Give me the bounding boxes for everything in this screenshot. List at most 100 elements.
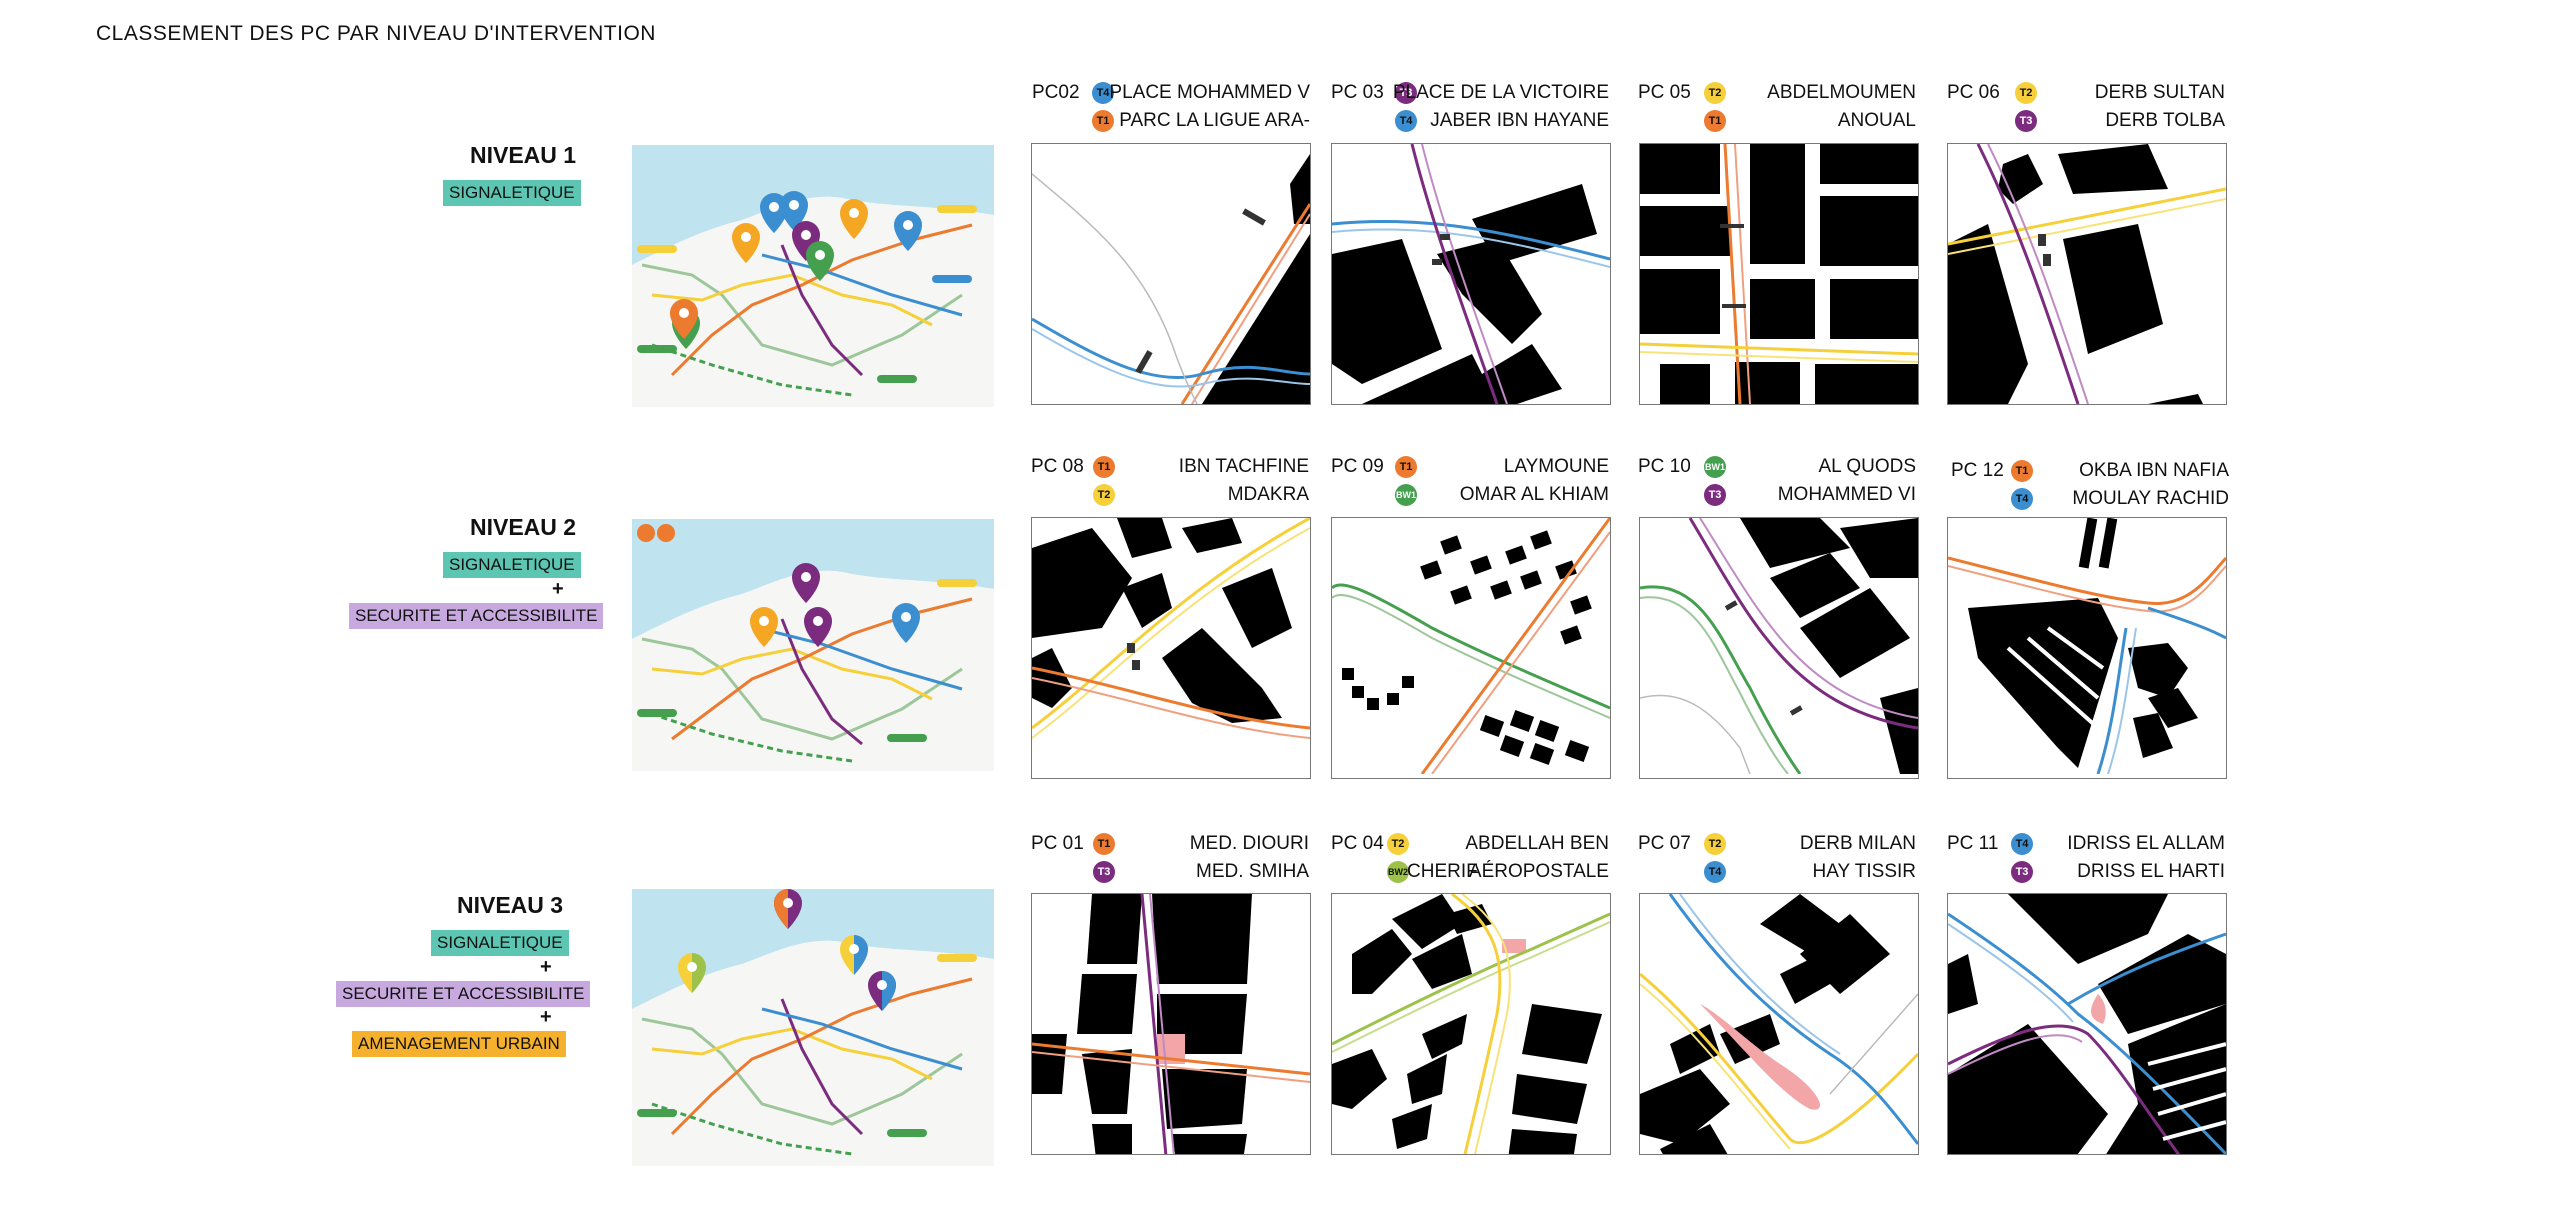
- line-badge: T4: [1395, 110, 1417, 132]
- location-pin-icon: [840, 199, 868, 239]
- line-badge: BW2: [1387, 861, 1409, 883]
- location-pin-icon: [804, 607, 832, 647]
- station-name: ABDELMOUMEN: [1767, 82, 1916, 103]
- station-name: ANOUAL: [1837, 110, 1916, 131]
- pc-site-plan: [1947, 143, 2227, 405]
- pc-code: PC 08: [1031, 456, 1084, 477]
- pc-header: PC 12 T1 T4 OKBA IBN NAFIA MOULAY RACHID: [1951, 456, 2229, 512]
- plus-separator: +: [552, 578, 564, 600]
- line-badge: T3: [2015, 110, 2037, 132]
- station-name: DERB SULTAN: [2094, 82, 2225, 103]
- pc-code: PC 09: [1331, 456, 1384, 477]
- station-name: PLACE MOHAMMED V: [1109, 82, 1310, 103]
- pc-site-plan: [1331, 143, 1611, 405]
- line-badge: T1: [1093, 833, 1115, 855]
- pc-code: PC 12: [1951, 460, 2004, 481]
- station-name: AL QUODS: [1818, 456, 1917, 477]
- station-name: MDAKRA: [1227, 484, 1309, 505]
- line-badge: T1: [1395, 456, 1417, 478]
- location-pin-icon: [892, 603, 920, 643]
- pc-site-plan: [1031, 517, 1311, 779]
- station-name: JABER IBN HAYANE: [1430, 110, 1609, 131]
- line-badge: T1: [2011, 460, 2033, 482]
- pc-code: PC02: [1032, 82, 1080, 103]
- location-pin-icon: [806, 241, 834, 281]
- line-badge: T2: [1704, 833, 1726, 855]
- station-name: OMAR AL KHIAM: [1459, 484, 1609, 505]
- location-pin-icon: [840, 935, 868, 975]
- location-pin-icon: [792, 563, 820, 603]
- line-badge: T3: [2011, 861, 2033, 883]
- location-pin-icon: [894, 211, 922, 251]
- line-badge: BW1: [1395, 484, 1417, 506]
- station-name: DERB MILAN: [1799, 833, 1916, 854]
- pc-site-plan: [1331, 893, 1611, 1155]
- line-badge: T1: [1093, 456, 1115, 478]
- pc-code: PC 07: [1638, 833, 1691, 854]
- line-badge: T1: [1092, 110, 1114, 132]
- plus-separator: +: [540, 956, 552, 978]
- location-pin-icon: [780, 191, 808, 231]
- pc-header: PC 01 T1 T3 MED. DIOURI MED. SMIHA: [1031, 829, 1309, 885]
- level-1-title: NIVEAU 1: [470, 142, 577, 168]
- pc-header: PC 07 T2 T4 DERB MILAN HAY TISSIR: [1638, 829, 1916, 885]
- location-pin-icon: [732, 223, 760, 263]
- pc-site-plan: [1639, 893, 1919, 1155]
- station-name: LAYMOUNE: [1503, 456, 1609, 477]
- line-badge: T1: [1704, 110, 1726, 132]
- location-pin-icon: [750, 607, 778, 647]
- tag-securite-accessibilite: SECURITE ET ACCESSIBILITE: [349, 603, 604, 629]
- pc-header: PC02 T4 T1 PLACE MOHAMMED V PARC LA LIGU…: [1032, 78, 1310, 134]
- network-overview-map: [632, 519, 994, 771]
- line-badge: T3: [1704, 484, 1726, 506]
- pc-header: PC 08 T1 T2 IBN TACHFINE MDAKRA: [1031, 452, 1309, 508]
- station-name: MED. DIOURI: [1189, 833, 1309, 854]
- line-badge: BW1: [1704, 456, 1726, 478]
- station-name: DRISS EL HARTI: [2077, 861, 2225, 882]
- location-pin-icon: [774, 889, 802, 929]
- station-name: IDRISS EL ALLAM: [2067, 833, 2225, 854]
- pc-header: PC 04 T2 BW2 ABDELLAH BEN CHERIF AÉROPOS…: [1331, 829, 1609, 885]
- tag-signaletique: SIGNALETIQUE: [431, 930, 569, 956]
- line-badge: T2: [1093, 484, 1115, 506]
- station-name: MED. SMIHA: [1196, 861, 1309, 882]
- pc-code: PC 05: [1638, 82, 1691, 103]
- pc-header: PC 09 T1 BW1 LAYMOUNE OMAR AL KHIAM: [1331, 452, 1609, 508]
- tag-amenagement-urbain: AMENAGEMENT URBAIN: [352, 1031, 566, 1057]
- station-name: MOULAY RACHID: [2072, 488, 2229, 509]
- pc-code: PC 10: [1638, 456, 1691, 477]
- pc-site-plan: [1031, 893, 1311, 1155]
- line-badge: T4: [2011, 488, 2033, 510]
- station-name: ABDELLAH BEN: [1465, 833, 1609, 854]
- pc-header: PC 05 T2 T1 ABDELMOUMEN ANOUAL: [1638, 78, 1916, 134]
- station-name: PLACE DE LA VICTOIRE: [1392, 82, 1609, 103]
- pc-code: PC 03: [1331, 82, 1384, 103]
- pc-header: PC 11 T4 T3 IDRISS EL ALLAM DRISS EL HAR…: [1947, 829, 2225, 885]
- station-name: OKBA IBN NAFIA: [2079, 460, 2229, 481]
- location-pin-icon: [670, 299, 698, 339]
- location-pin-icon: [678, 953, 706, 993]
- pc-site-plan: [1947, 517, 2227, 779]
- network-overview-map: [632, 145, 994, 407]
- pc-site-plan: [1031, 143, 1311, 405]
- pc-code: PC 01: [1031, 833, 1084, 854]
- pc-code: PC 06: [1947, 82, 2000, 103]
- station-name: CHERIF: [1407, 861, 1478, 882]
- line-badge: T4: [1704, 861, 1726, 883]
- pc-site-plan: [1639, 517, 1919, 779]
- pc-code: PC 11: [1947, 833, 1999, 854]
- level-3-title: NIVEAU 3: [457, 892, 564, 918]
- station-name: MOHAMMED VI: [1777, 484, 1916, 505]
- line-badge: T3: [1395, 82, 1417, 104]
- network-overview-map: [632, 889, 994, 1166]
- line-badge: T4: [2011, 833, 2033, 855]
- line-badge: T2: [2015, 82, 2037, 104]
- pc-header: PC 06 T2 T3 DERB SULTAN DERB TOLBA: [1947, 78, 2225, 134]
- tag-securite-accessibilite: SECURITE ET ACCESSIBILITE: [336, 981, 591, 1007]
- station-name: PARC LA LIGUE ARA-: [1119, 110, 1310, 131]
- pc-site-plan: [1947, 893, 2227, 1155]
- station-name: HAY TISSIR: [1812, 861, 1916, 882]
- pc-code: PC 04: [1331, 833, 1384, 854]
- line-badge: T4: [1092, 82, 1114, 104]
- pc-header: PC 03 T3 T4 PLACE DE LA VICTOIRE JABER I…: [1331, 78, 1609, 134]
